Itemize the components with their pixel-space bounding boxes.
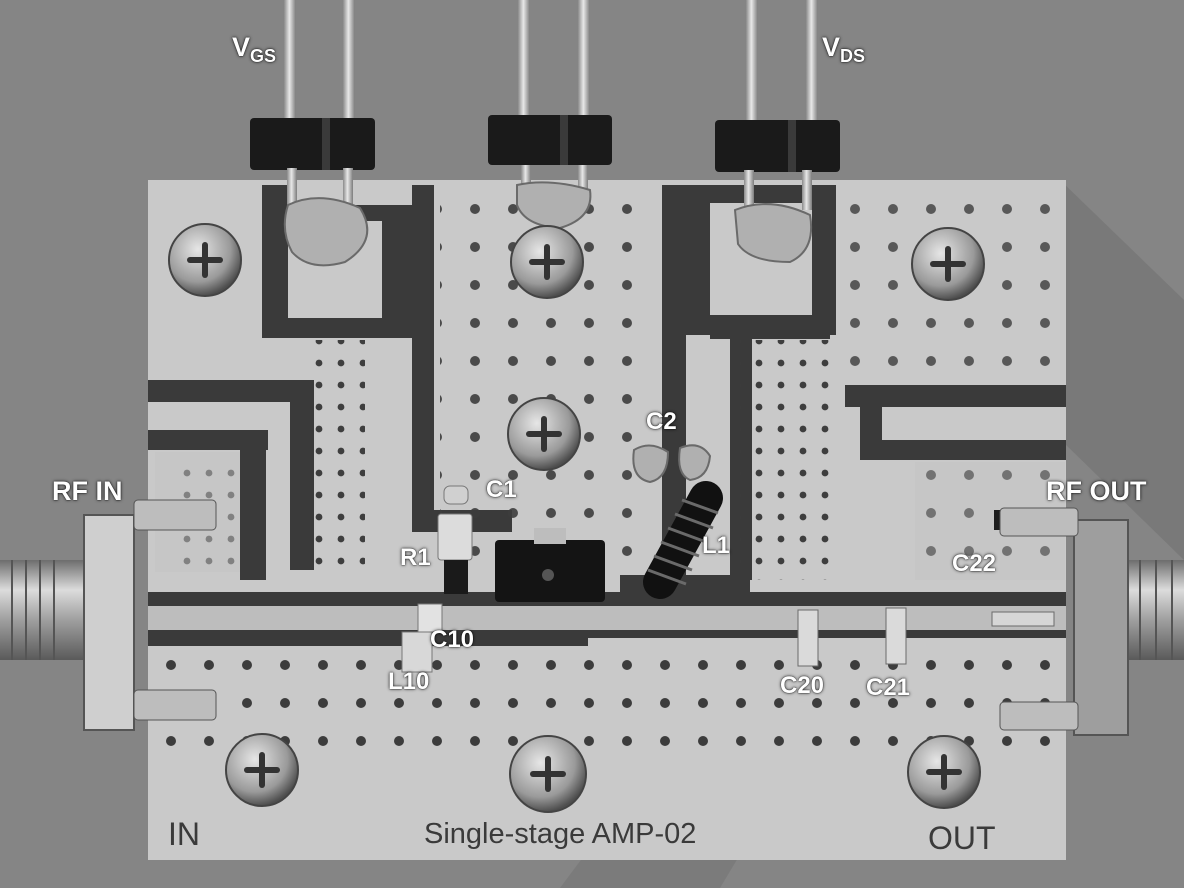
r1-label: R1 — [400, 544, 431, 571]
vds-main: V — [822, 32, 841, 62]
header-pins — [284, 0, 818, 125]
c2-label: C2 — [646, 408, 677, 435]
rf-in-label: RF IN — [52, 476, 123, 506]
rf-out-label: RF OUT — [1046, 476, 1147, 506]
vds-subscript: DS — [840, 46, 866, 66]
l10-label: L10 — [388, 668, 430, 695]
vgs-main: V — [232, 32, 251, 62]
vgs-subscript: GS — [250, 46, 277, 66]
c21-label: C21 — [866, 674, 911, 701]
vds-label: VDS — [822, 32, 866, 66]
c10-label: C10 — [430, 626, 475, 653]
silkscreen-out: OUT — [928, 820, 996, 856]
c1-label: C1 — [486, 476, 517, 503]
c20-label: C20 — [780, 672, 825, 699]
sma-connector-in — [0, 499, 217, 731]
silkscreen-in: IN — [168, 816, 200, 852]
sma-connector-out — [999, 507, 1184, 736]
silkscreen-title: Single-stage AMP-02 — [424, 818, 697, 850]
vgs-label: VGS — [232, 32, 277, 66]
inductor-coil — [643, 481, 723, 599]
screws — [168, 223, 985, 813]
c22-label: C22 — [952, 550, 997, 577]
l1-label: L1 — [702, 532, 731, 559]
